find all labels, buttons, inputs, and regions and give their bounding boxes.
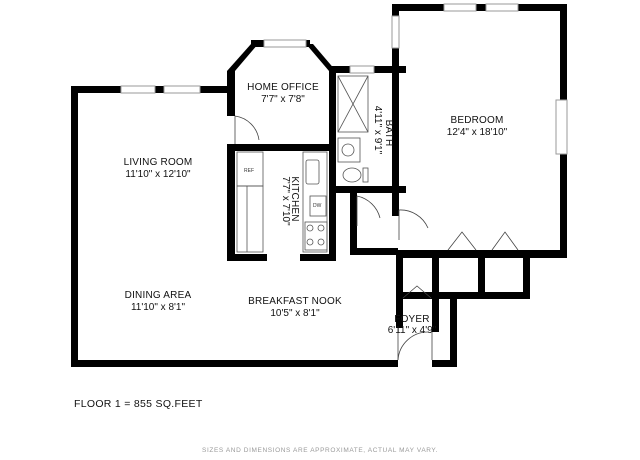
windows bbox=[120, 3, 568, 155]
counter-right bbox=[302, 151, 328, 253]
dining-area-dims: 11'10" x 8'1" bbox=[131, 302, 186, 313]
floor-area-label: FLOOR 1 = 855 SQ.FEET bbox=[74, 398, 203, 410]
dining-area-name: DINING AREA bbox=[125, 290, 192, 301]
room-labels: LIVING ROOM 11'10" x 12'10" HOME OFFICE … bbox=[124, 82, 508, 336]
dishwasher-icon bbox=[309, 195, 327, 217]
sink-icon bbox=[305, 159, 320, 185]
bath-name: BATH bbox=[383, 120, 394, 147]
foyer-dims: 6'11" x 4'9" bbox=[388, 325, 437, 336]
bedroom-dims: 12'4" x 18'10" bbox=[447, 127, 508, 138]
sink-bath-icon bbox=[341, 143, 355, 157]
counter-left bbox=[236, 185, 264, 253]
kitchen-name: KITCHEN bbox=[289, 176, 300, 221]
toilet-icon bbox=[342, 167, 362, 183]
bedroom-name: BEDROOM bbox=[450, 115, 503, 126]
bath-dims: 4'11" x 9'1" bbox=[372, 106, 383, 155]
foyer-name: FOYER bbox=[394, 314, 429, 325]
dw-label: DW bbox=[313, 203, 322, 209]
doors bbox=[234, 115, 519, 361]
breakfast-nook-name: BREAKFAST NOOK bbox=[248, 296, 342, 307]
shower-icon bbox=[337, 75, 369, 133]
home-office-dims: 7'7" x 7'8" bbox=[261, 94, 305, 105]
home-office-name: HOME OFFICE bbox=[247, 82, 319, 93]
disclaimer-text: SIZES AND DIMENSIONS ARE APPROXIMATE, AC… bbox=[202, 447, 438, 454]
living-room-name: LIVING ROOM bbox=[124, 157, 193, 168]
kitchen-dims: 7'7" x 7'10" bbox=[280, 176, 291, 226]
living-room-dims: 11'10" x 12'10" bbox=[125, 169, 191, 180]
kitchen-fixtures bbox=[236, 151, 328, 253]
bath-fixtures bbox=[337, 75, 369, 183]
vanity-icon bbox=[337, 137, 361, 163]
stove-icon bbox=[304, 221, 328, 251]
breakfast-nook-dims: 10'5" x 8'1" bbox=[270, 308, 320, 319]
ref-label: REF bbox=[244, 168, 254, 174]
